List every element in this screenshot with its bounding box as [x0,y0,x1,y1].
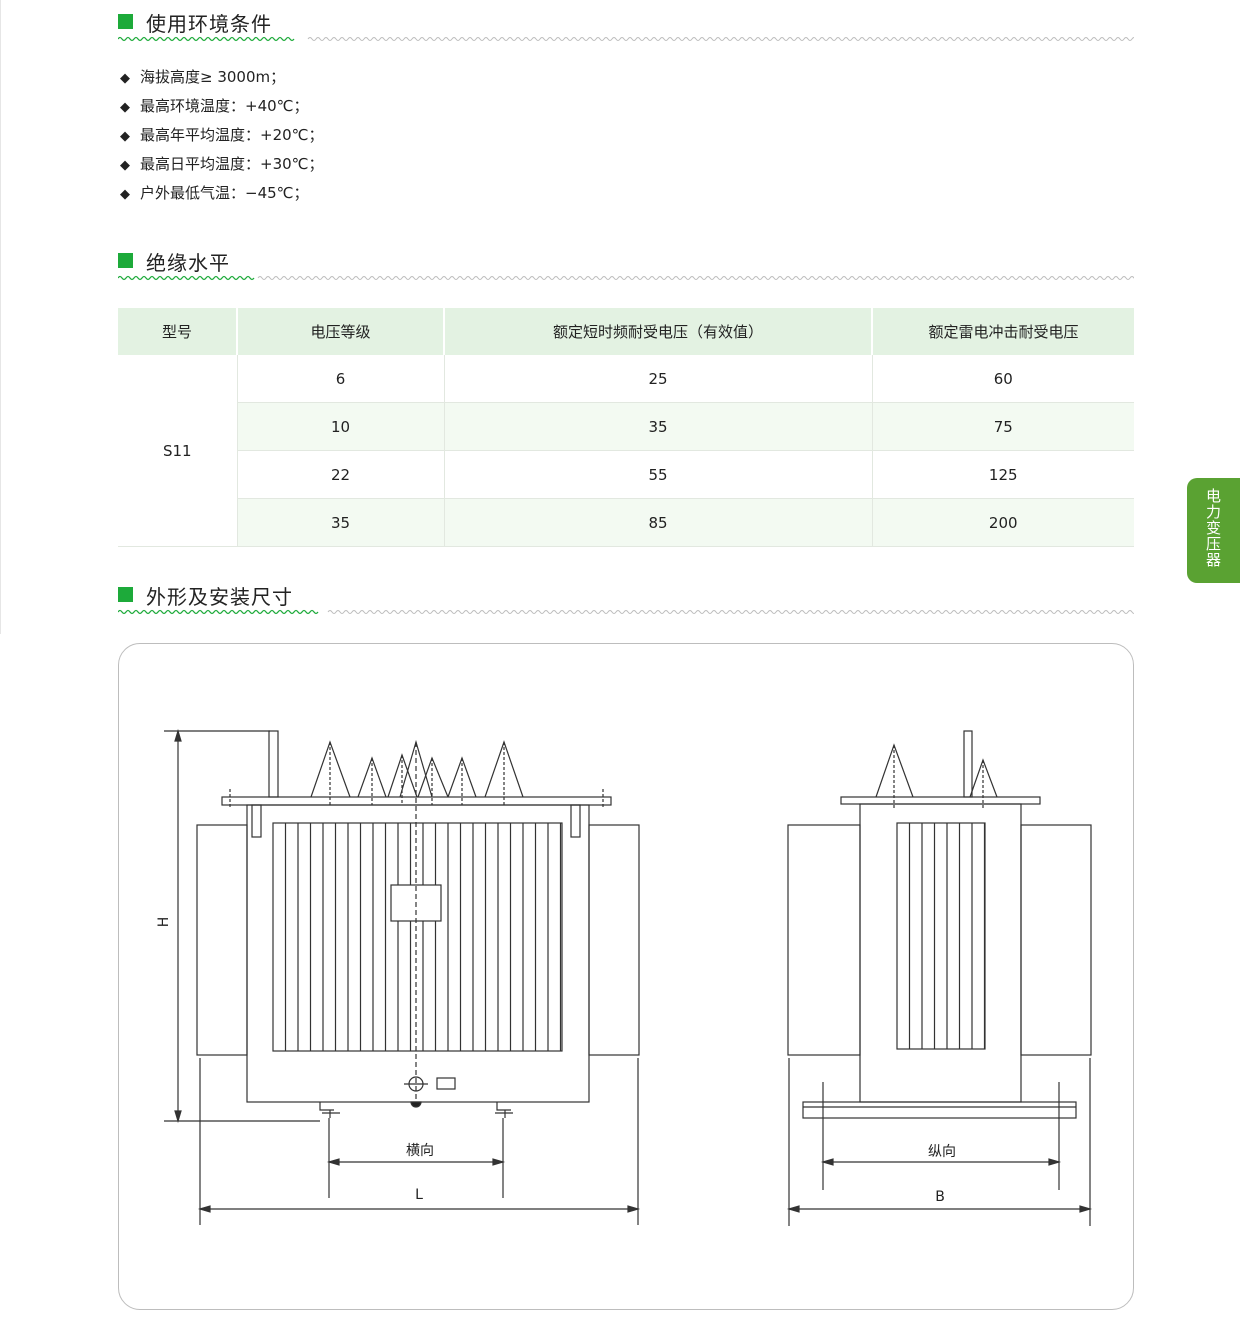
table-cell: 10 [237,402,445,451]
table-cell: 55 [444,450,873,499]
section-title-text: 使用环境条件 [146,12,272,36]
section-marker-icon [118,14,133,29]
table-header-row: 型号 电压等级 额定短时频耐受电压（有效值） 额定雷电冲击耐受电压 [118,308,1134,355]
side-tab-power-transformer[interactable]: 电力变压器 [1187,478,1240,583]
table-cell: 6 [237,355,445,403]
wave-divider [118,36,1134,42]
table-cell: 125 [872,450,1134,499]
diamond-bullet-icon: ◆ [120,187,130,202]
environment-conditions-list: ◆海拔高度≥ 3000m； ◆最高环境温度：+40℃； ◆最高年平均温度：+20… [120,64,324,209]
list-item: ◆最高年平均温度：+20℃； [120,122,324,151]
table-row: 10 35 75 [118,402,1134,451]
header-model: 型号 [118,308,238,355]
table-cell: 35 [444,402,873,451]
table-row: 22 55 125 [118,450,1134,499]
table-cell: 85 [444,498,873,547]
table-row: 35 85 200 [118,498,1134,547]
side-tab-label: 电力变压器 [1204,488,1222,568]
dimension-label-b: B [935,1189,945,1205]
dimension-label-longitudinal: 纵向 [928,1144,956,1160]
outline-drawing-panel [118,643,1134,1310]
section-title-insulation: 绝缘水平 [118,245,1134,285]
section-title-text: 外形及安装尺寸 [146,585,293,609]
section-title-environment: 使用环境条件 [118,6,1134,46]
front-view [164,728,641,1225]
diamond-bullet-icon: ◆ [120,129,130,144]
wave-divider [118,609,1134,615]
table-cell: 75 [872,402,1134,451]
diamond-bullet-icon: ◆ [120,100,130,115]
list-item: ◆海拔高度≥ 3000m； [120,64,324,93]
section-title-text: 绝缘水平 [146,251,230,275]
list-item: ◆最高环境温度：+40℃； [120,93,324,122]
left-page-rule [0,0,1,634]
section-marker-icon [118,253,133,268]
dimension-label-transverse: 横向 [406,1143,434,1159]
side-view [786,730,1093,1226]
insulation-level-table: 型号 电压等级 额定短时频耐受电压（有效值） 额定雷电冲击耐受电压 S11 6 … [118,308,1134,547]
table-cell: 60 [872,355,1134,403]
header-voltage-class: 电压等级 [237,308,445,355]
dimension-label-l: L [415,1187,423,1203]
table-row: S11 6 25 60 [118,355,1134,547]
section-title-dimensions: 外形及安装尺寸 [118,579,1134,619]
table-cell: 25 [444,355,873,403]
header-power-frequency-withstand: 额定短时频耐受电压（有效值） [444,308,873,355]
list-item: ◆户外最低气温：−45℃； [120,180,324,209]
dimension-label-h: H [156,917,172,928]
table-cell: 35 [237,498,445,547]
section-marker-icon [118,587,133,602]
list-item: ◆最高日平均温度：+30℃； [120,151,324,180]
table-cell: 22 [237,450,445,499]
model-cell: S11 [118,355,238,547]
diamond-bullet-icon: ◆ [120,158,130,173]
table-cell: 200 [872,498,1134,547]
diamond-bullet-icon: ◆ [120,71,130,86]
header-lightning-impulse-withstand: 额定雷电冲击耐受电压 [872,308,1134,355]
wave-divider [118,275,1134,281]
